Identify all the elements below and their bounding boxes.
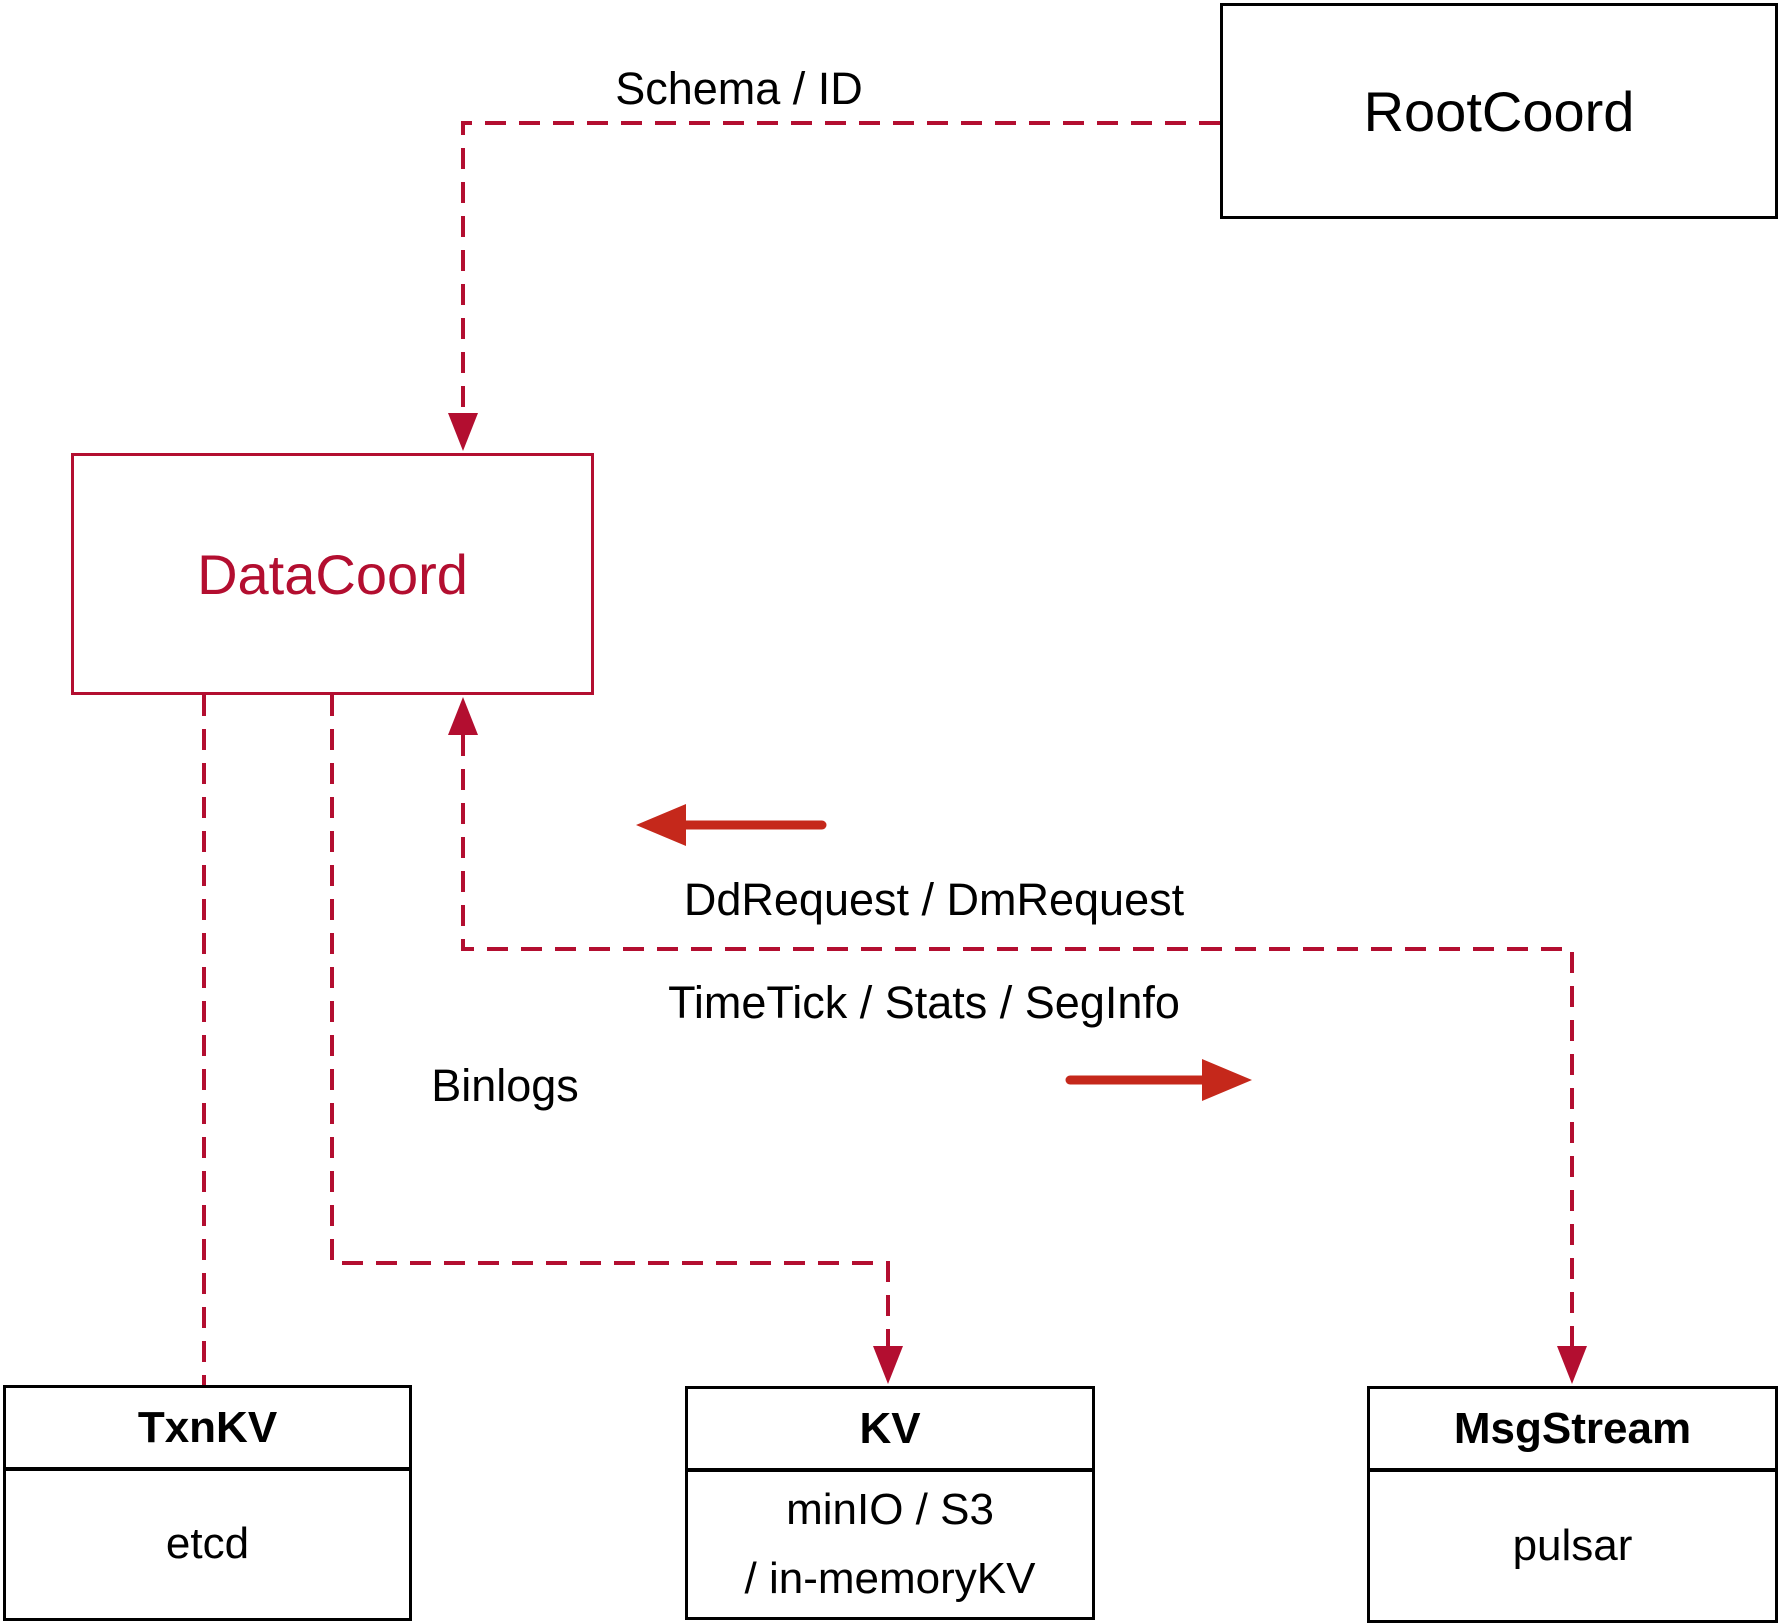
timetick-label: TimeTick / Stats / SegInfo — [668, 977, 1180, 1028]
direction-arrow-left — [636, 804, 827, 846]
binlogs-label: Binlogs — [431, 1060, 579, 1111]
arrowhead-down-kv — [873, 1346, 903, 1384]
msgstream-body: pulsar — [1512, 1520, 1633, 1570]
rootcoord-label: RootCoord — [1363, 79, 1635, 143]
txnkv-node: TxnKV etcd — [3, 1385, 412, 1621]
datacoord-label: DataCoord — [197, 542, 468, 606]
binlogs-edge — [330, 695, 903, 1384]
arrowhead-up-datacoord — [448, 697, 478, 735]
msgstream-node: MsgStream pulsar — [1367, 1386, 1778, 1623]
txnkv-title: TxnKV — [6, 1388, 409, 1471]
msgstream-title: MsgStream — [1370, 1389, 1775, 1472]
rootcoord-node: RootCoord — [1220, 3, 1778, 219]
kv-body-line2: / in-memoryKV — [744, 1553, 1036, 1603]
arrowhead-down-datacoord — [448, 413, 478, 451]
direction-arrow-right — [1065, 1059, 1252, 1101]
kv-title: KV — [688, 1389, 1092, 1472]
kv-body: minIO / S3 / in-memoryKV — [688, 1472, 1092, 1617]
ddrequest-timetick-edge — [448, 697, 1587, 1384]
datacoord-node: DataCoord — [71, 453, 594, 695]
ddrequest-label: DdRequest / DmRequest — [683, 874, 1185, 925]
kv-node: KV minIO / S3 / in-memoryKV — [685, 1386, 1095, 1620]
schema-id-label: Schema / ID — [615, 63, 863, 114]
kv-body-line1: minIO / S3 — [786, 1485, 994, 1535]
schema-id-edge — [448, 121, 1220, 451]
arrowhead-down-msgstream — [1557, 1346, 1587, 1384]
txnkv-body: etcd — [165, 1519, 250, 1569]
